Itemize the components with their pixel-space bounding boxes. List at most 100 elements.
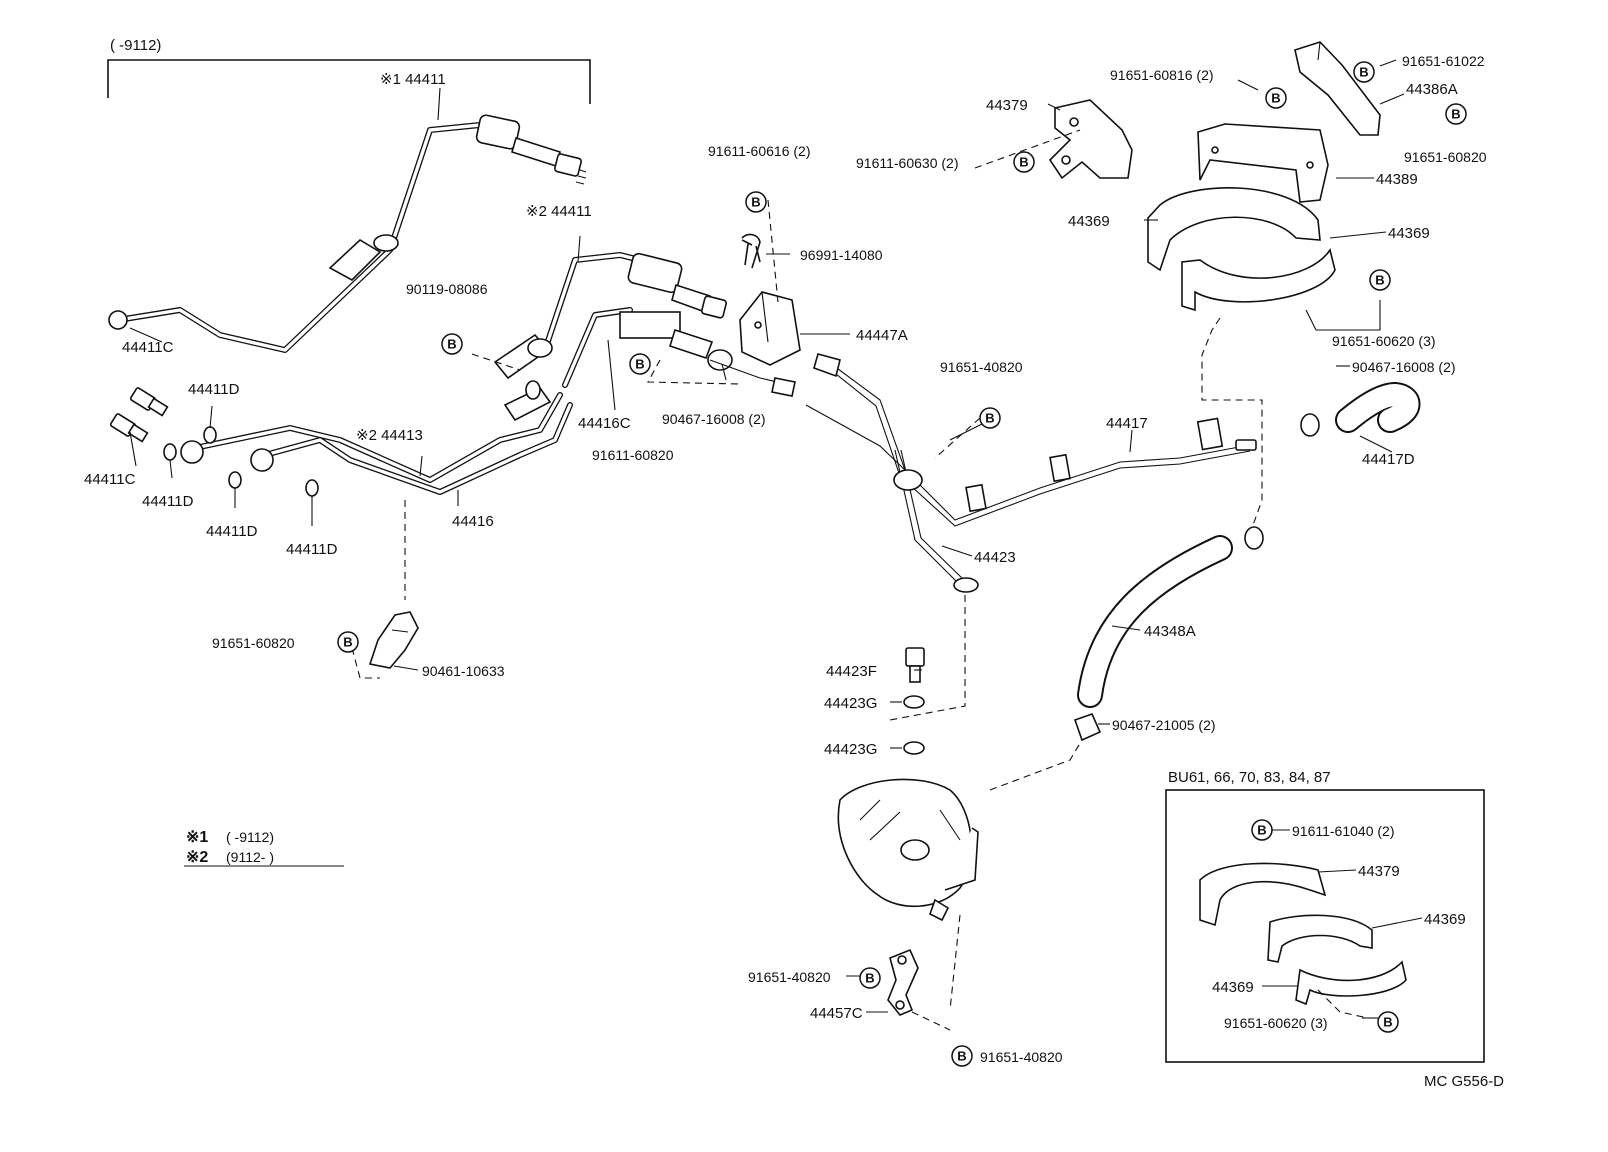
label-44417D: 44417D xyxy=(1362,451,1415,468)
return-hose-44416C xyxy=(562,307,796,397)
bolt-symbol-b: B xyxy=(745,191,767,213)
svg-text:B: B xyxy=(1375,273,1384,288)
union-bolt-44411C-b xyxy=(109,413,149,443)
label-44411C-b: 44411C xyxy=(84,471,136,488)
gasket-44423G-b xyxy=(903,741,925,755)
label-90467-16008-b: 90467-16008 (2) xyxy=(1352,359,1456,375)
label-44389: 44389 xyxy=(1376,171,1418,188)
label-44411D-a: 44411D xyxy=(188,381,240,398)
label-90467-21005: 90467-21005 (2) xyxy=(1112,717,1216,733)
legend-note-2-mark: ※2 xyxy=(186,849,208,866)
svg-text:B: B xyxy=(447,337,456,352)
svg-text:B: B xyxy=(957,1049,966,1064)
label-44417: 44417 xyxy=(1106,415,1148,432)
svg-text:B: B xyxy=(985,411,994,426)
bracket-44379-top xyxy=(974,99,1133,180)
label-44369-inset-a: 44369 xyxy=(1424,911,1466,928)
label-91651-61022: 91651-61022 xyxy=(1402,53,1485,69)
pressure-hose-44411-v1 xyxy=(108,114,587,353)
label-91651-40820-a: 91651-40820 xyxy=(940,359,1023,375)
clamp-90461-10633 xyxy=(351,500,419,679)
hose-clamp-b xyxy=(1244,526,1264,550)
top-range-label: ( -9112) xyxy=(110,37,161,54)
label-44423G-a: 44423G xyxy=(824,695,877,712)
legend-note-1-mark: ※1 xyxy=(186,829,208,846)
label-44447A: 44447A xyxy=(856,327,908,344)
bolt-symbol-m: B xyxy=(1251,819,1273,841)
label-91611-60630: 91611-60630 (2) xyxy=(856,155,958,171)
bolt-symbol-g: B xyxy=(1445,103,1467,125)
legend-note-1-text: ( -9112) xyxy=(226,829,274,845)
svg-text:B: B xyxy=(1257,823,1266,838)
svg-text:B: B xyxy=(751,195,760,210)
gasket-44411D-b xyxy=(163,443,177,461)
label-91651-60816: 91651-60816 (2) xyxy=(1110,67,1214,83)
label-44411D-d: 44411D xyxy=(286,541,338,558)
pressure-tube-44413 xyxy=(180,392,563,483)
label-96991-14080: 96991-14080 xyxy=(800,247,883,263)
bolt-symbol-k: B xyxy=(859,967,881,989)
label-91651-60820-b: 91651-60820 xyxy=(212,635,295,651)
svg-text:B: B xyxy=(635,357,644,372)
hose-clamp-a xyxy=(1300,413,1320,437)
hose-44417D xyxy=(1335,381,1421,433)
label-44379-top: 44379 xyxy=(986,97,1028,114)
union-bolt-44423F xyxy=(905,647,925,683)
svg-text:B: B xyxy=(1019,155,1028,170)
label-90461-10633: 90461-10633 xyxy=(422,663,505,679)
bracket-44447A xyxy=(739,199,801,366)
label-90467-16008-a: 90467-16008 (2) xyxy=(662,411,766,427)
svg-text:B: B xyxy=(1271,91,1280,106)
leader-lines xyxy=(129,59,1423,1019)
diagram-code: MC G556-D xyxy=(1424,1073,1504,1090)
inset-box xyxy=(1165,789,1485,1063)
bracket-44457C xyxy=(887,948,951,1031)
gasket-44411D-a xyxy=(203,426,217,444)
label-44411D-b: 44411D xyxy=(142,493,194,510)
label-44411-v2: ※2 44411 xyxy=(526,203,592,220)
label-44379-inset: 44379 xyxy=(1358,863,1400,880)
label-44348A: 44348A xyxy=(1144,623,1196,640)
top-range-bracket: ( -9112) xyxy=(107,37,591,104)
label-44413: ※2 44413 xyxy=(356,427,423,444)
label-44423: 44423 xyxy=(974,549,1016,566)
power-steering-pump xyxy=(837,739,1083,1011)
bolt-symbol-n: B xyxy=(1377,1011,1399,1033)
label-91611-61040: 91611-61040 (2) xyxy=(1292,823,1394,839)
pressure-tube-44423 xyxy=(889,449,979,721)
legend-note-2-text: (9112- ) xyxy=(226,849,274,865)
bolt-symbol-l: B xyxy=(951,1045,973,1067)
bolt-symbol-j: B xyxy=(337,631,359,653)
bolt-symbol-a: B xyxy=(441,333,463,355)
pressure-hose-44411-v2 xyxy=(493,252,728,380)
svg-text:B: B xyxy=(343,635,352,650)
label-91611-60820: 91611-60820 xyxy=(592,447,674,463)
bolt-symbol-i: B xyxy=(979,407,1001,429)
bolt-symbol-f: B xyxy=(1353,61,1375,83)
gasket-44411D-d xyxy=(305,479,319,497)
bolt-symbol-c: B xyxy=(629,353,651,375)
bracket-44389 xyxy=(1197,123,1329,203)
label-44369-b: 44369 xyxy=(1388,225,1430,242)
label-44411D-c: 44411D xyxy=(206,523,258,540)
label-91651-40820-c: 91651-40820 xyxy=(980,1049,1063,1065)
label-91611-60616: 91611-60616 (2) xyxy=(708,143,810,159)
label-91651-60820-a: 91651-60820 xyxy=(1404,149,1487,165)
svg-text:B: B xyxy=(1383,1015,1392,1030)
label-91651-60620-a: 91651-60620 (3) xyxy=(1332,333,1436,349)
label-44416C: 44416C xyxy=(578,415,631,432)
bolt-symbol-e: B xyxy=(1265,87,1287,109)
label-91651-40820-b: 91651-40820 xyxy=(748,969,831,985)
label-44369-inset-b: 44369 xyxy=(1212,979,1254,996)
label-44369-a: 44369 xyxy=(1068,213,1110,230)
bolt-symbol-h: B xyxy=(1369,269,1391,291)
label-44423G-b: 44423G xyxy=(824,741,877,758)
gasket-44411D-c xyxy=(228,471,242,489)
band-44369-upper xyxy=(1147,187,1321,272)
label-44386A: 44386A xyxy=(1406,81,1458,98)
svg-text:B: B xyxy=(865,971,874,986)
return-tube-44416 xyxy=(250,380,573,495)
version-legend: ※1 ( -9112) ※2 (9112- ) xyxy=(184,829,344,867)
label-44411C-a: 44411C xyxy=(122,339,174,356)
